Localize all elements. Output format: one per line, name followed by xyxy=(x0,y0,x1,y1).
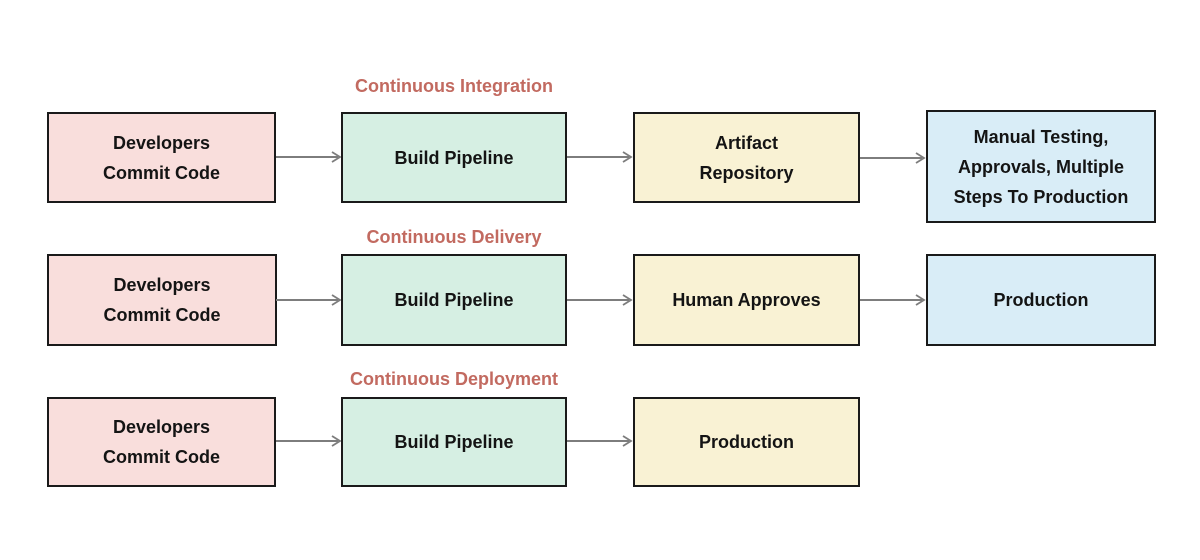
node-label: Developers Commit Code xyxy=(103,275,221,325)
node-label: Production xyxy=(699,432,794,452)
node-human-approves: Human Approves xyxy=(633,254,860,346)
node-label: Developers Commit Code xyxy=(103,417,220,467)
node-developers-commit-code: Developers Commit Code xyxy=(47,254,277,346)
row-title-continuous-deployment: Continuous Deployment xyxy=(350,369,558,389)
node-label: Manual Testing, Approvals, Multiple Step… xyxy=(953,126,1129,207)
flow-arrow-icon xyxy=(860,293,926,307)
node-label: Build Pipeline xyxy=(394,432,514,452)
node-artifact-repository: Artifact Repository xyxy=(633,112,860,203)
node-production: Production xyxy=(926,254,1156,346)
node-build-pipeline: Build Pipeline xyxy=(341,254,567,346)
flow-arrow-icon xyxy=(276,150,342,164)
node-build-pipeline: Build Pipeline xyxy=(341,397,567,487)
row-title-continuous-integration: Continuous Integration xyxy=(355,76,553,96)
node-production: Production xyxy=(633,397,860,487)
node-label: Developers Commit Code xyxy=(103,132,220,183)
flow-arrow-icon xyxy=(567,293,633,307)
node-build-pipeline: Build Pipeline xyxy=(341,112,567,203)
flow-arrow-icon xyxy=(567,150,633,164)
flow-arrow-icon xyxy=(860,151,926,165)
node-label: Build Pipeline xyxy=(394,290,514,310)
node-label: Human Approves xyxy=(672,290,821,310)
node-manual-testing-approvals: Manual Testing, Approvals, Multiple Step… xyxy=(926,110,1156,223)
node-label: Build Pipeline xyxy=(394,147,514,168)
flow-arrow-icon xyxy=(567,434,633,448)
node-developers-commit-code: Developers Commit Code xyxy=(47,112,276,203)
flow-arrow-icon xyxy=(276,434,342,448)
row-title-continuous-delivery: Continuous Delivery xyxy=(366,227,542,247)
flow-arrow-icon xyxy=(276,293,342,307)
node-label: Artifact Repository xyxy=(699,132,794,183)
node-developers-commit-code: Developers Commit Code xyxy=(47,397,276,487)
node-label: Production xyxy=(993,290,1089,310)
